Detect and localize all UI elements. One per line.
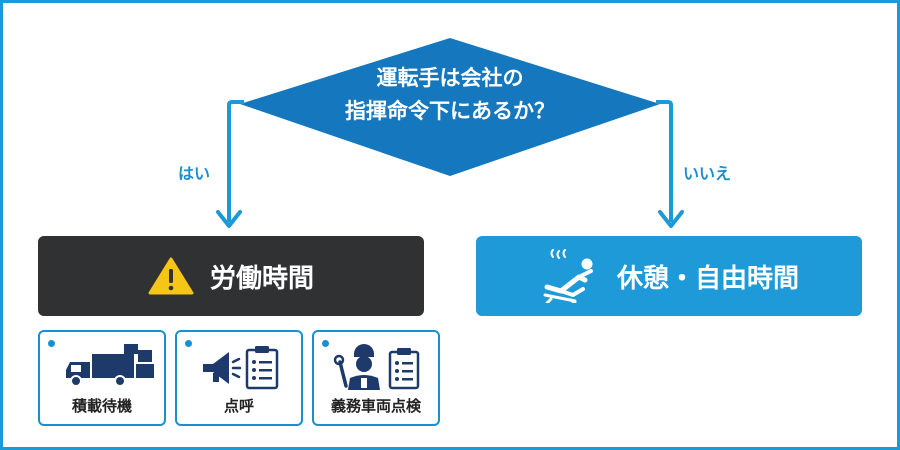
decision-diamond — [240, 38, 660, 176]
example-label-loading-wait: 積載待機 — [71, 397, 132, 415]
delivery-truck-icon — [66, 344, 154, 387]
example-label-vehicle-inspection: 義務車両点検 — [330, 397, 421, 415]
no-label: いいえ — [683, 164, 732, 183]
example-card-roll-call: 点呼 — [175, 330, 303, 426]
no-arrowhead — [658, 210, 684, 228]
yes-label: はい — [178, 164, 211, 183]
outcome-work-time: 労働時間 — [38, 236, 424, 316]
example-card-loading-wait: 積載待機 — [38, 330, 166, 426]
outcome-rest-title: 休憩・自由時間 — [616, 263, 799, 294]
example-card-vehicle-inspection: 義務車両点検 — [312, 330, 440, 426]
yes-connector — [227, 100, 244, 222]
question-line-2: 指揮命令下にあるか？ — [345, 99, 555, 123]
reclining-person-icon — [543, 249, 593, 303]
example-label-roll-call: 点呼 — [223, 397, 254, 415]
bullet-dot — [185, 340, 192, 347]
outcome-rest-time: 休憩・自由時間 — [476, 236, 862, 316]
outcome-work-title: 労働時間 — [209, 263, 314, 294]
warning-icon — [148, 257, 194, 295]
bullet-dot — [48, 340, 55, 347]
decision-question: 運転手は会社の 指揮命令下にあるか？ — [300, 62, 600, 128]
mechanic-checklist-icon — [333, 344, 420, 390]
question-line-1: 運転手は会社の — [376, 66, 524, 90]
no-connector — [656, 100, 673, 222]
megaphone-checklist-icon — [203, 346, 279, 390]
yes-arrowhead — [216, 210, 242, 228]
bullet-dot — [322, 340, 329, 347]
